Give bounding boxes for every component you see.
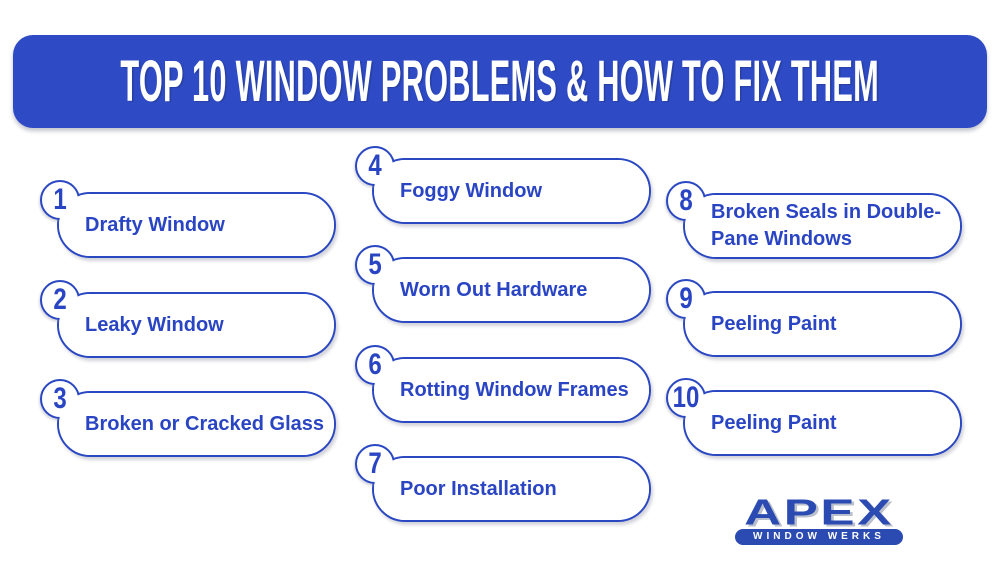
problem-bubble-2: 2 Leaky Window [40, 280, 336, 358]
bubble-fill-mask [685, 392, 960, 454]
bubble-fill-mask [374, 160, 649, 222]
bubble-fill-mask [374, 259, 649, 321]
problem-bubble-3: 3 Broken or Cracked Glass [40, 379, 336, 457]
bubble-fill-mask [685, 195, 960, 257]
problem-bubble-1: 1 Drafty Window [40, 180, 336, 258]
bubble-fill-mask [374, 359, 649, 421]
bubble-fill-mask [59, 294, 334, 356]
bubble-number: 6 [368, 348, 382, 381]
problem-label: Broken Seals in Double-Pane Windows [711, 201, 942, 250]
bubble-number: 7 [368, 447, 382, 480]
bubble-number: 1 [53, 183, 67, 216]
infographic-title: TOP 10 WINDOW PROBLEMS & HOW TO FIX THEM [120, 49, 880, 114]
bubble-number: 3 [53, 382, 67, 415]
apex-tagline-pill: WINDOW WERKS [735, 529, 903, 545]
problem-label: Leaky Window [85, 313, 224, 336]
problem-bubble-7: 7 Poor Installation [355, 444, 651, 522]
problem-label: Peeling Paint [711, 411, 837, 434]
bubble-fill-mask [685, 293, 960, 355]
problem-bubble-4: 4 Foggy Window [355, 146, 651, 224]
problem-bubble-5: 5 Worn Out Hardware [355, 245, 651, 323]
bubble-number: 4 [368, 149, 382, 182]
bubble-number: 8 [679, 184, 693, 217]
apex-wordmark: APEX [744, 493, 894, 533]
bubble-number: 9 [679, 282, 693, 315]
problem-bubble-6: 6 Rotting Window Frames [355, 345, 651, 423]
problem-bubble-10: 10 Peeling Paint [666, 378, 962, 456]
apex-logo: APEX WINDOW WERKS [735, 495, 903, 545]
problem-label: Foggy Window [400, 179, 543, 202]
bubble-number: 10 [672, 381, 700, 414]
problem-label: Peeling Paint [711, 312, 837, 335]
problem-label: Worn Out Hardware [400, 278, 588, 301]
problem-bubble-8: 8 Broken Seals in Double-Pane Windows [666, 181, 962, 259]
title-banner: TOP 10 WINDOW PROBLEMS & HOW TO FIX THEM [13, 35, 987, 128]
bubble-number: 5 [368, 248, 382, 281]
problem-label: Broken or Cracked Glass [85, 412, 324, 435]
problem-bubble-9: 9 Peeling Paint [666, 279, 962, 357]
bubble-fill-mask [374, 458, 649, 520]
bubble-number: 2 [53, 283, 67, 316]
problem-label: Drafty Window [85, 213, 225, 236]
bubble-fill-mask [59, 393, 334, 455]
bubble-fill-mask [59, 194, 334, 256]
problem-label: Poor Installation [400, 477, 557, 500]
problem-label: Rotting Window Frames [400, 378, 629, 401]
